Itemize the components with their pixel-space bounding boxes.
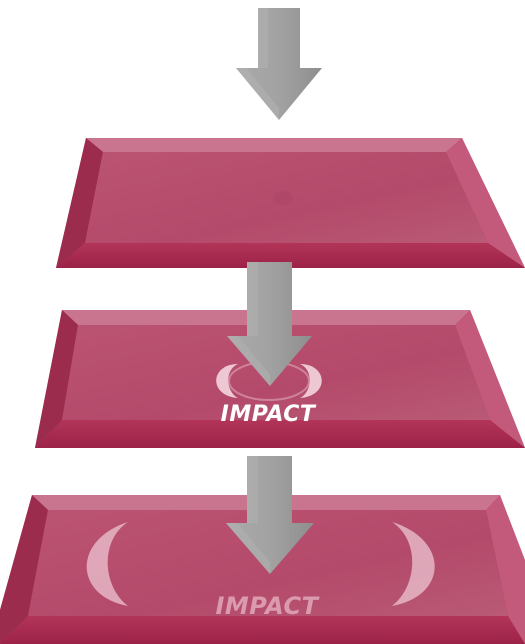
ripple-icon: [86, 522, 435, 606]
plate-1: [56, 138, 525, 268]
down-arrow-icon: [227, 262, 312, 386]
down-arrow-icon: [226, 456, 314, 574]
down-arrow-icon: [236, 8, 322, 120]
plate-2: IMPACT: [35, 310, 525, 448]
impact-label-faded: IMPACT: [215, 592, 319, 620]
impact-label-strong: IMPACT: [221, 402, 317, 427]
plate-3: IMPACT: [0, 495, 525, 644]
